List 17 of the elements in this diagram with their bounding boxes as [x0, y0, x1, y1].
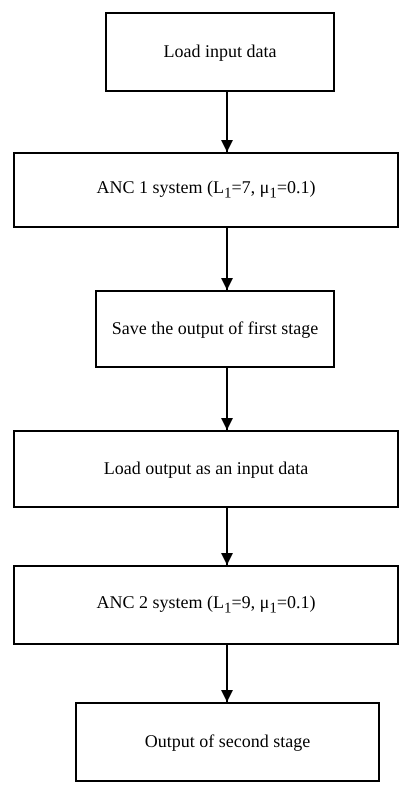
- arrow: [221, 508, 233, 565]
- arrow: [221, 228, 233, 290]
- process-box: [13, 565, 399, 645]
- process-box: [105, 12, 335, 92]
- process-box: [95, 290, 335, 368]
- arrow: [221, 645, 233, 702]
- process-box: [13, 152, 399, 228]
- process-box: [13, 430, 399, 508]
- arrow: [221, 92, 233, 152]
- step-label: Output of second stage: [144, 731, 310, 753]
- arrow: [221, 368, 233, 430]
- step-label: Load input data: [164, 41, 276, 63]
- step-label: Save the output of first stage: [112, 318, 318, 340]
- process-box: [75, 702, 380, 782]
- step-label: Load output as an input data: [104, 458, 308, 480]
- step-label: ANC 1 system (L$_{1}$=7, μ$_{1}$=0.1): [96, 177, 316, 203]
- step-label: ANC 2 system (L$_{1}$=9, μ$_{1}$=0.1): [96, 592, 316, 618]
